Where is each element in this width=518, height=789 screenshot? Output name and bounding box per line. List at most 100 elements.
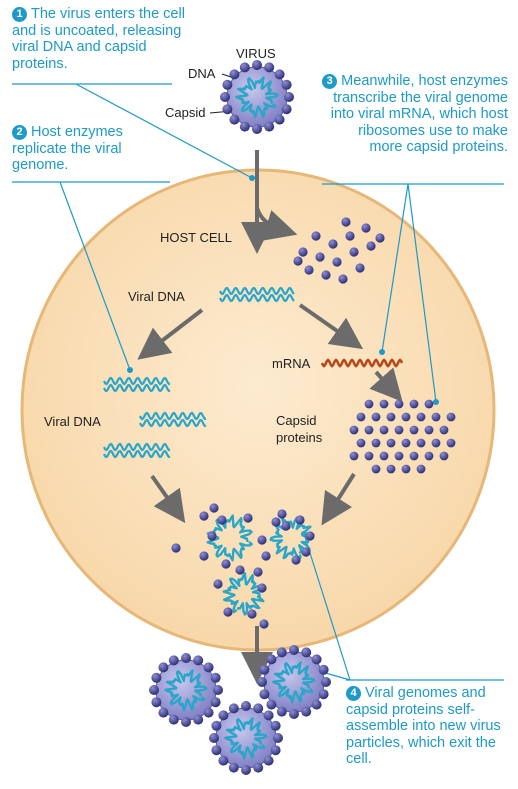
new-capsid-protein xyxy=(364,399,374,409)
capsid-label: Capsid xyxy=(165,105,206,120)
released-capsid-protein xyxy=(345,231,355,241)
dna-label: DNA xyxy=(188,66,216,81)
virion-capsomere xyxy=(264,62,275,73)
virion-capsomere xyxy=(168,714,179,725)
virion-capsomere xyxy=(181,717,191,727)
virion-capsomere xyxy=(222,79,233,90)
virion-capsomere xyxy=(266,654,277,665)
dna-strand-lower xyxy=(219,293,295,303)
virion-capsomere xyxy=(321,677,331,687)
capsid-proteins-label-line-2: proteins xyxy=(276,430,323,445)
step-1-text: The virus enters the cell and is uncoate… xyxy=(12,6,185,72)
virion-capsomere xyxy=(229,114,240,125)
virion-capsomere xyxy=(253,703,264,714)
new-capsid-protein xyxy=(416,412,426,422)
new-virus-particle xyxy=(149,653,223,727)
viral-mrna xyxy=(320,358,404,368)
new-capsid-protein xyxy=(371,412,381,422)
assembling-capsid-protein xyxy=(235,565,245,575)
virion-capsomere xyxy=(276,647,287,658)
assembling-capsid-protein xyxy=(281,521,291,531)
new-capsid-protein xyxy=(349,425,359,435)
process-arrows xyxy=(137,150,403,684)
released-capsid-protein xyxy=(298,247,308,257)
virion-capsomere xyxy=(241,701,251,711)
assembling-capsid-protein xyxy=(171,543,181,553)
virion-capsomere xyxy=(213,685,223,695)
assembling-capsid-protein xyxy=(291,555,301,565)
new-capsid-protein xyxy=(401,464,411,474)
released-capsid-protein xyxy=(341,217,351,227)
virion-capsomere xyxy=(266,699,277,710)
virion-capsomere xyxy=(263,755,274,766)
new-capsid-protein xyxy=(379,425,389,435)
virion-capsomere xyxy=(253,762,264,773)
released-capsid-protein xyxy=(332,257,342,267)
new-capsid-protein xyxy=(364,451,374,461)
virion-capsomere xyxy=(270,720,281,731)
virion-capsomere xyxy=(158,662,169,673)
new-capsid-protein xyxy=(409,425,419,435)
virion-capsomere xyxy=(252,124,262,134)
assembling-capsid-protein xyxy=(209,503,219,513)
assembling-capsid-protein xyxy=(257,535,267,545)
virus-label: VIRUS xyxy=(236,46,276,61)
new-capsid-protein xyxy=(424,425,434,435)
assembling-capsid-protein xyxy=(257,583,267,593)
virion-capsomere xyxy=(181,653,191,663)
dna-strand-upper xyxy=(219,286,295,296)
virion-capsomere xyxy=(220,92,230,102)
virion-capsomere xyxy=(203,662,214,673)
new-capsid-protein xyxy=(439,451,449,461)
virion-capsomere xyxy=(257,677,267,687)
released-capsid-protein xyxy=(321,270,331,280)
capsid-proteins-label: Capsid proteins xyxy=(276,412,322,446)
assembling-capsid-protein xyxy=(271,517,281,527)
new-capsid-protein xyxy=(416,438,426,448)
capsid-proteins-label-line-1: Capsid xyxy=(276,413,317,428)
new-capsid-protein xyxy=(401,412,411,422)
released-capsid-protein xyxy=(375,233,385,243)
virion-capsomere xyxy=(228,703,239,714)
virion-capsomere xyxy=(284,92,294,102)
virion-capsomere xyxy=(281,104,292,115)
new-capsid-protein xyxy=(371,464,381,474)
step-2-text: Host enzymes replicate the viral genome. xyxy=(12,124,123,173)
new-capsid-protein xyxy=(386,412,396,422)
new-capsid-protein xyxy=(446,412,456,422)
virion-capsomere xyxy=(203,707,214,718)
virion-capsomere xyxy=(301,706,312,717)
virion-capsomere xyxy=(211,720,222,731)
dna-strand-lower xyxy=(139,418,207,428)
virion-genome xyxy=(224,717,268,760)
virion-capsomere xyxy=(281,79,292,90)
new-capsid-protein xyxy=(416,464,426,474)
virion-capsomere xyxy=(318,689,329,700)
host-cell xyxy=(20,168,496,652)
callout-lines xyxy=(12,83,504,681)
released-capsid-protein xyxy=(328,239,338,249)
new-capsid-protein xyxy=(394,425,404,435)
virion-capsomere xyxy=(210,672,221,683)
virion-capsomere xyxy=(218,710,229,721)
viral-dna-label-left: Viral DNA xyxy=(44,414,101,429)
new-capsid-protein xyxy=(424,451,434,461)
virion-capsomere xyxy=(289,709,299,719)
new-capsid-protein xyxy=(394,399,404,409)
step-4-text: Viral genomes and capsid proteins self-a… xyxy=(346,685,501,767)
virion-capsomere xyxy=(239,62,250,73)
new-capsid-protein xyxy=(349,451,359,461)
released-capsid-protein xyxy=(361,223,371,233)
released-capsid-protein xyxy=(315,252,325,262)
new-capsid-protein xyxy=(439,425,449,435)
virion-capsomere xyxy=(318,664,329,675)
new-capsid-protein xyxy=(371,438,381,448)
assembling-genome xyxy=(206,514,253,562)
assembling-capsid-protein xyxy=(259,619,269,629)
virion-capsomere xyxy=(218,755,229,766)
dna-strand-lower xyxy=(103,449,171,459)
virion-genome xyxy=(272,661,316,704)
virion-genome xyxy=(235,76,279,119)
new-capsid-protein xyxy=(379,399,389,409)
